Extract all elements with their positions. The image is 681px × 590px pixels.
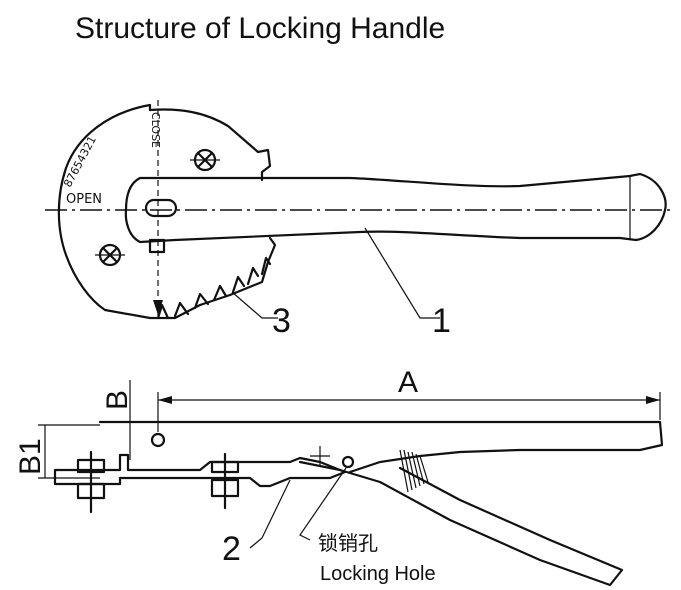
leader-hole	[299, 467, 347, 541]
spring-icon	[399, 449, 429, 493]
base-plate	[53, 453, 347, 488]
bolt-bottom-icon	[95, 243, 125, 267]
dim-b-label: B	[101, 390, 134, 410]
bolt-right-icon	[210, 452, 240, 510]
open-label: OPEN	[66, 192, 102, 207]
pivot-circle	[150, 432, 166, 448]
sector-plate	[57, 103, 277, 320]
leader-1	[364, 227, 440, 319]
locking-hole	[341, 455, 355, 469]
side-view: A B B1	[14, 366, 664, 587]
handle-lower	[298, 460, 624, 587]
dim-a-label: A	[398, 366, 418, 399]
callout-3: 3	[272, 302, 291, 340]
tooth-notches	[156, 256, 272, 320]
leader-2	[249, 479, 291, 549]
bolt-top-icon	[190, 148, 220, 172]
hole-label-en: Locking Hole	[320, 563, 436, 585]
lever-bar	[98, 420, 664, 474]
top-view: 87654321 CLOSE OPEN 1 3	[45, 100, 670, 340]
lock-pin	[148, 238, 166, 254]
close-label: CLOSE	[149, 112, 162, 148]
handle-arm	[124, 172, 667, 244]
callout-2: 2	[222, 530, 241, 568]
hole-label-cn: 锁销孔	[318, 532, 378, 555]
dim-b1-label: B1	[14, 438, 47, 475]
diagram-title: Structure of Locking Handle	[75, 12, 446, 45]
bolt-left-icon	[76, 450, 106, 514]
leader-3	[231, 291, 278, 319]
pivot-slot	[144, 198, 178, 218]
callout-1: 1	[432, 302, 451, 340]
